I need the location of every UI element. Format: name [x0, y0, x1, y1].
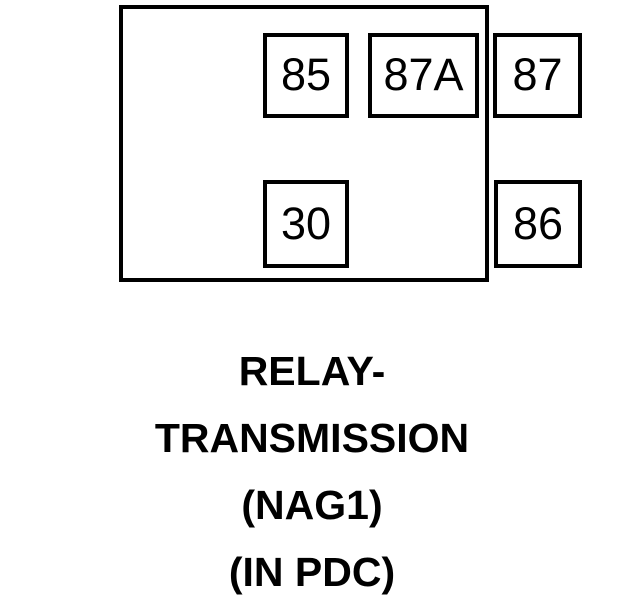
- relay-body-outline: 85 87A 87 30 86: [119, 5, 582, 282]
- caption-line-3: (NAG1): [241, 482, 383, 528]
- caption-line-2: TRANSMISSION: [154, 415, 470, 461]
- terminal-label-85: 85: [280, 49, 332, 100]
- terminal-label-87a: 87A: [383, 49, 464, 100]
- terminal-box-30: 30: [263, 180, 349, 268]
- terminal-box-85: 85: [263, 33, 349, 118]
- terminal-box-86: 86: [494, 180, 582, 268]
- caption-line-4: (IN PDC): [228, 549, 396, 595]
- terminal-label-87: 87: [512, 49, 563, 100]
- caption-line-1: RELAY-: [238, 348, 386, 394]
- terminal-label-86: 86: [512, 197, 564, 249]
- terminal-label-30: 30: [280, 197, 332, 249]
- component-caption: RELAY- TRANSMISSION (NAG1) (IN PDC): [0, 338, 624, 606]
- terminal-box-87: 87: [493, 33, 582, 118]
- terminal-box-87a: 87A: [368, 33, 479, 118]
